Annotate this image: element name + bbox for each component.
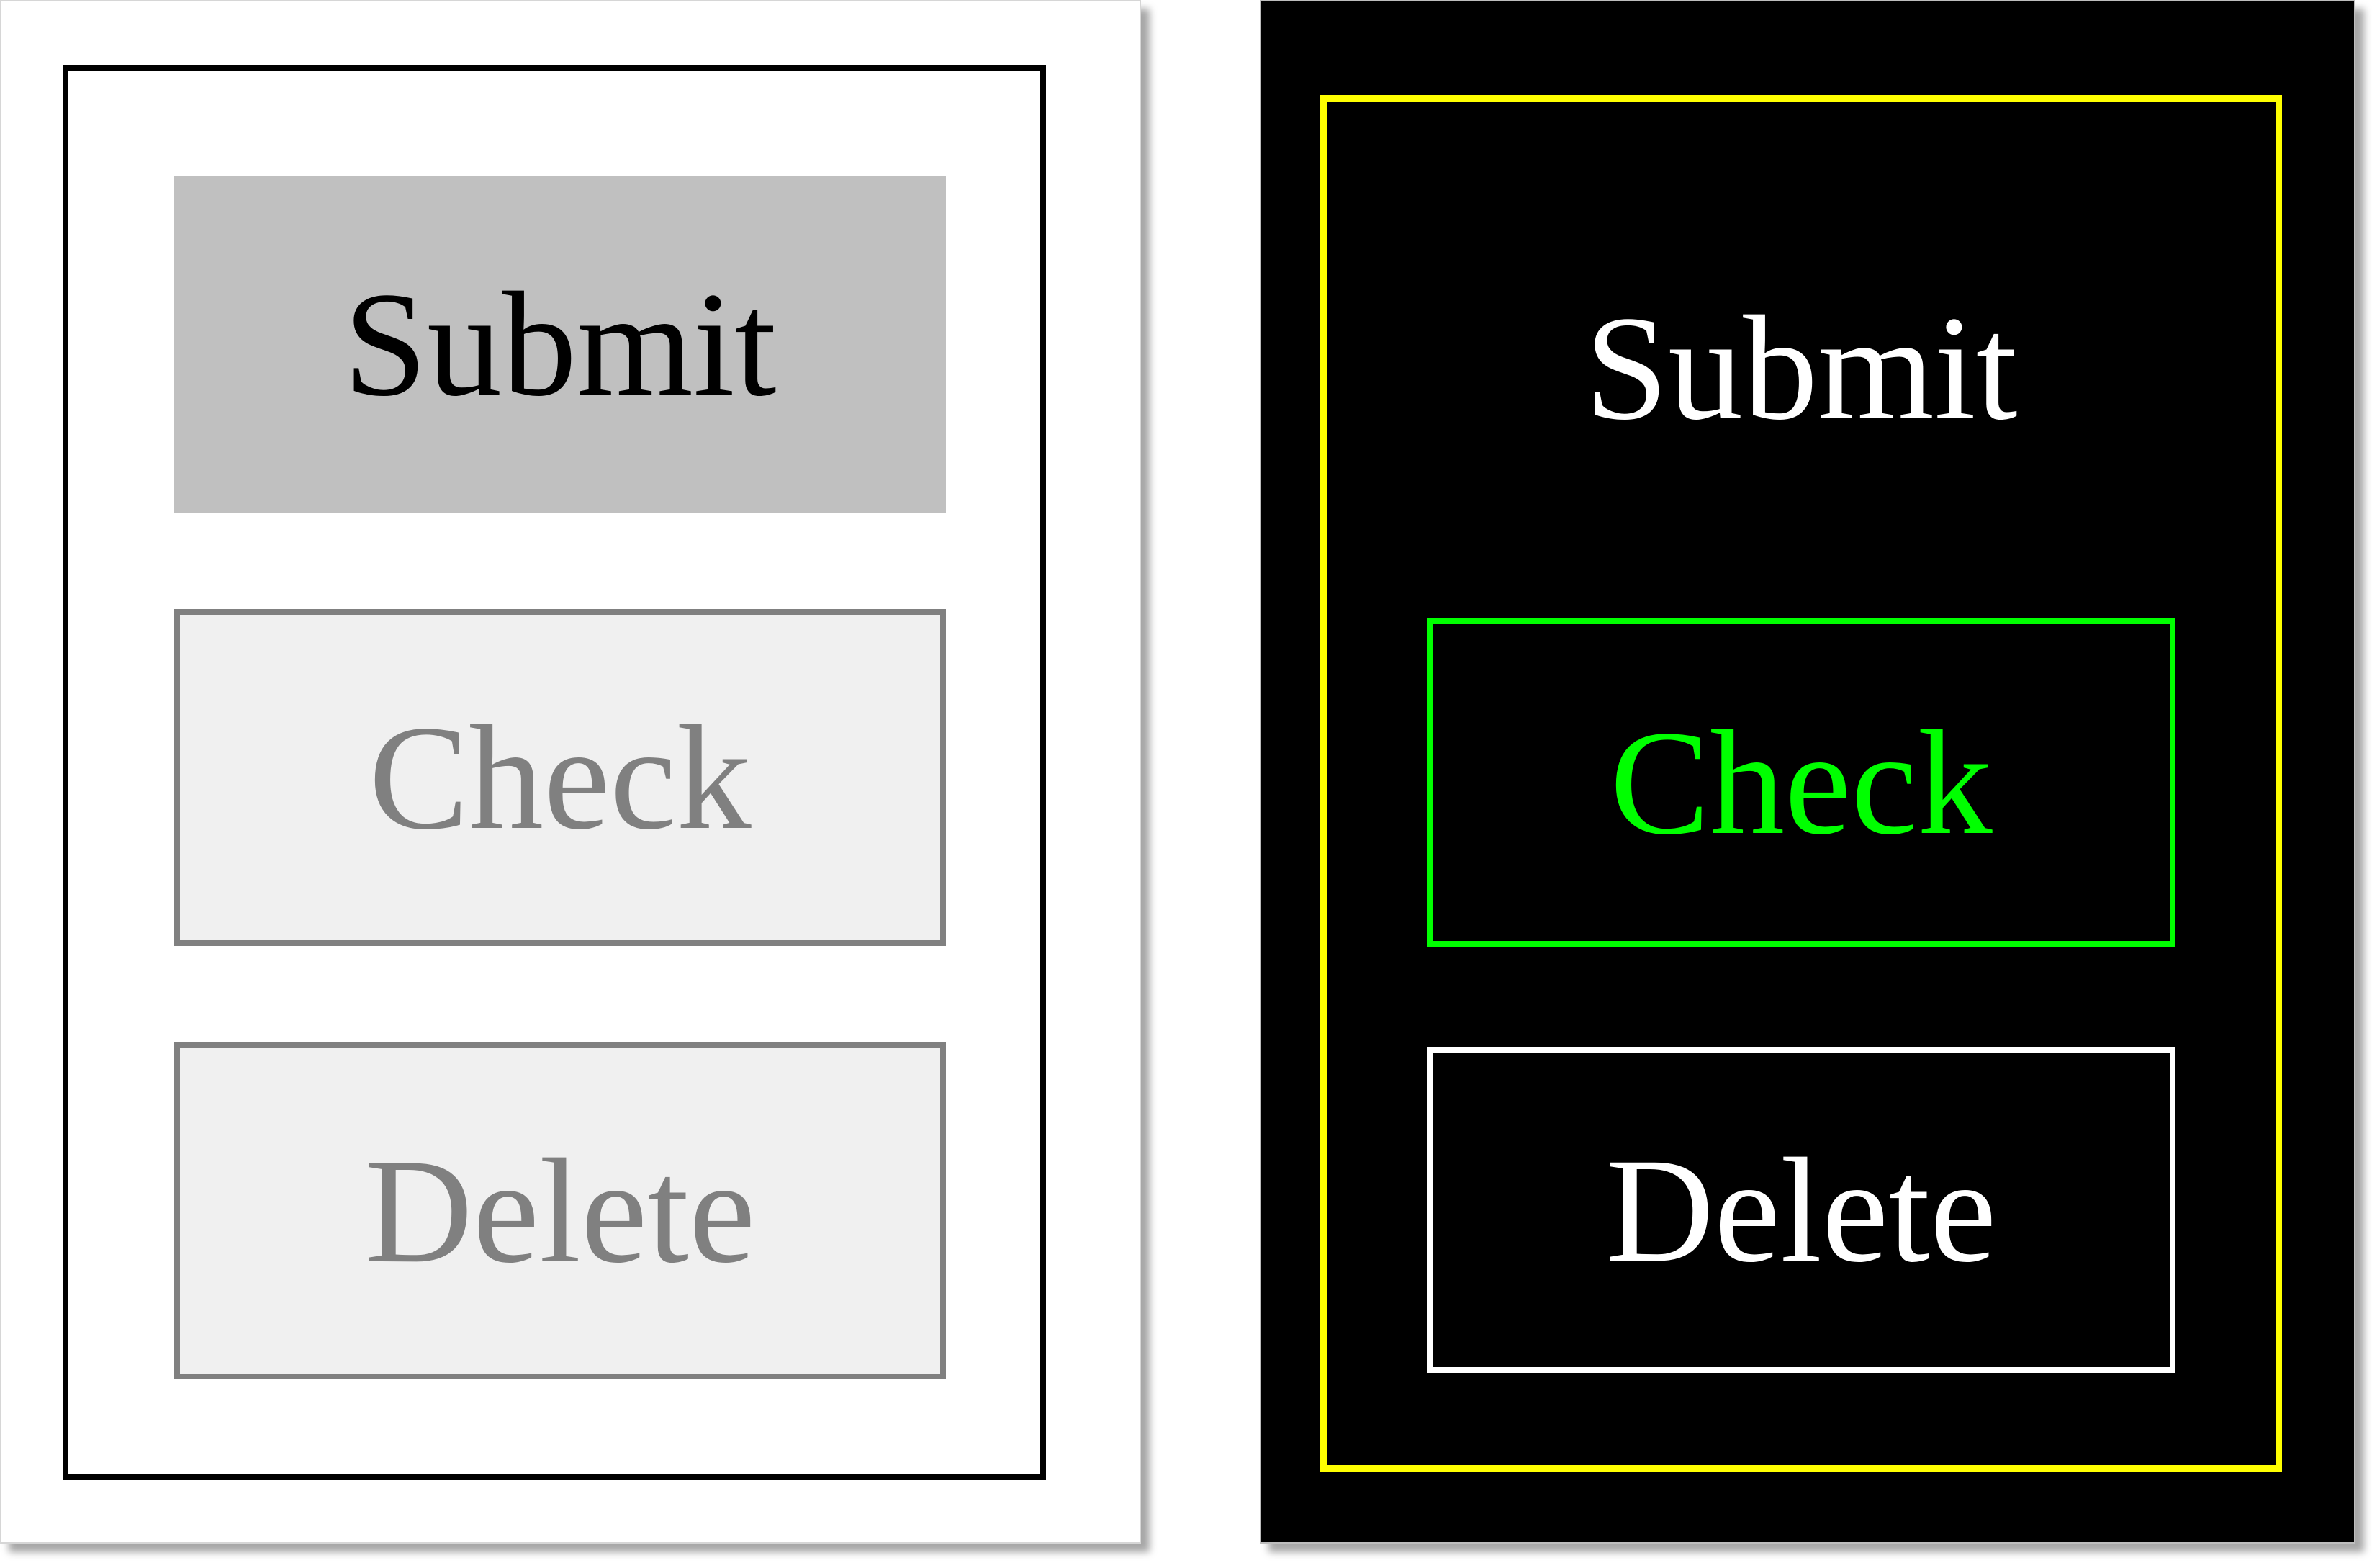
check-button[interactable]: Check — [1427, 618, 2175, 947]
high-contrast-dialog-frame: Submit Check Delete — [1320, 95, 2282, 1472]
light-dialog-frame: Submit Check Delete — [63, 65, 1046, 1480]
check-button[interactable]: Check — [174, 609, 946, 946]
delete-button[interactable]: Delete — [174, 1042, 946, 1379]
submit-button[interactable]: Submit — [174, 176, 946, 513]
submit-button[interactable]: Submit — [1584, 285, 2018, 451]
delete-button[interactable]: Delete — [1427, 1047, 2175, 1373]
light-theme-panel: Submit Check Delete — [0, 0, 1141, 1544]
high-contrast-theme-panel: Submit Check Delete — [1260, 0, 2355, 1544]
